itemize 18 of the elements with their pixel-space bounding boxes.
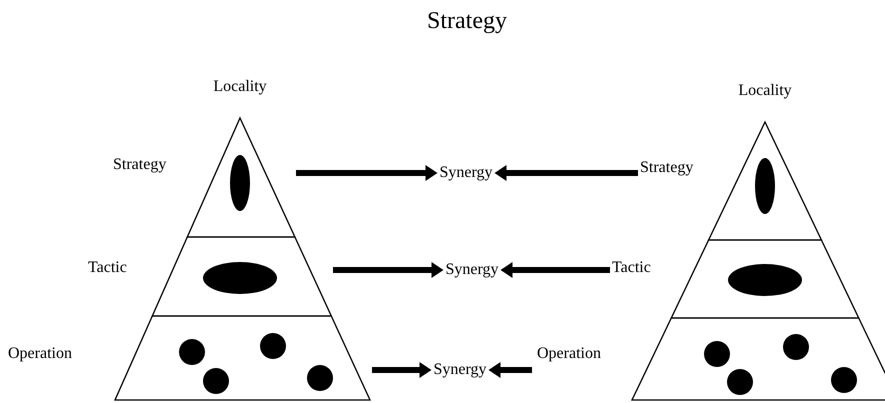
arrow <box>488 362 532 378</box>
arrow <box>494 165 638 181</box>
layer-label: Tactic <box>612 259 651 277</box>
arrow <box>500 262 610 278</box>
arrow <box>296 165 438 181</box>
synergy-label: Synergy <box>445 261 499 279</box>
arrow <box>372 362 432 378</box>
arrow <box>333 262 444 278</box>
layer-label: Tactic <box>88 259 127 277</box>
layer-label: Operation <box>537 345 601 363</box>
pyramid-heading: Locality <box>213 78 267 96</box>
layer-label: Strategy <box>113 156 166 174</box>
synergy-label: Synergy <box>433 361 487 379</box>
layer-label: Operation <box>8 345 72 363</box>
synergy-label: Synergy <box>439 164 493 182</box>
title: Strategy <box>427 8 507 34</box>
pyramid-heading: Locality <box>738 82 792 100</box>
layer-label: Strategy <box>640 159 694 177</box>
